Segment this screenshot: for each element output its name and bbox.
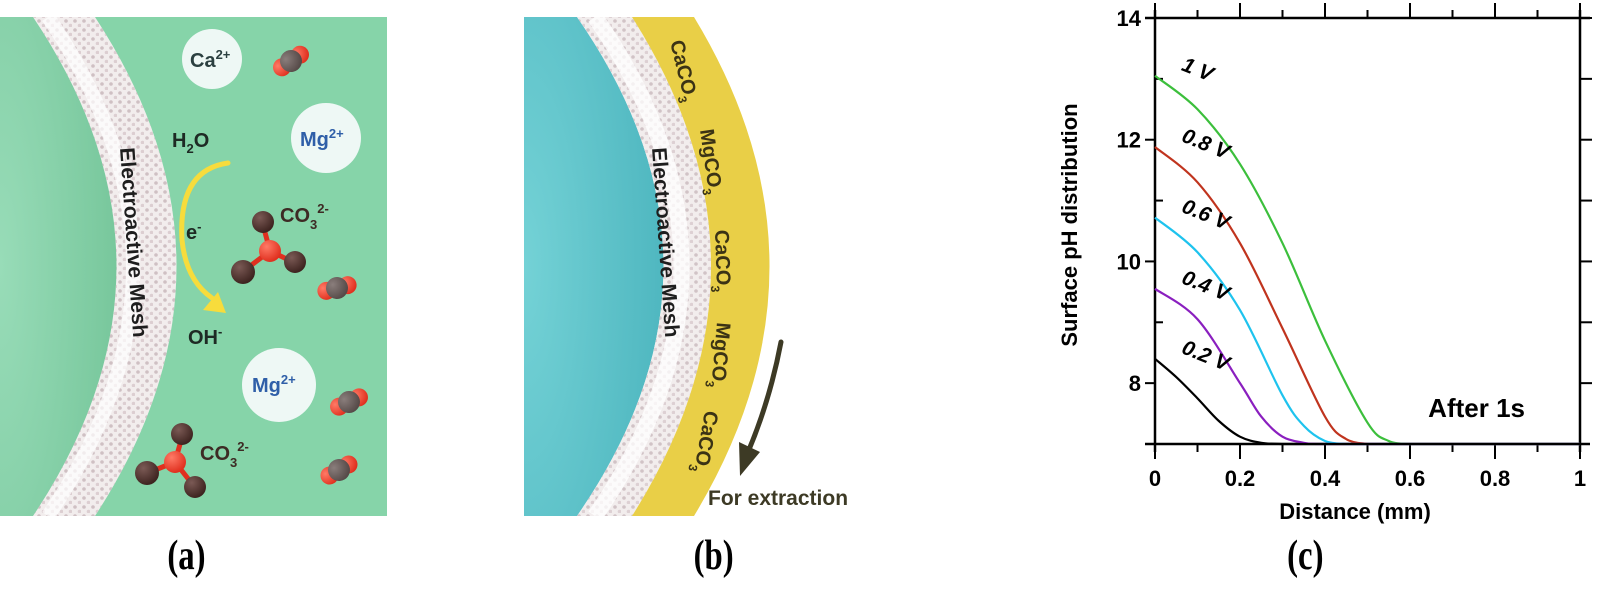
y-tick-label: 14 [1117, 6, 1142, 31]
carbonate-label-1: CO32- [280, 201, 329, 232]
co2-molecule-2 [317, 276, 357, 300]
mg-ion-label-2: Mg2+ [252, 372, 296, 397]
y-tick-label: 8 [1129, 371, 1141, 396]
mg-ion-circle-2 [242, 348, 316, 422]
reaction-arrow [179, 160, 231, 301]
x-tick-label: 0 [1149, 466, 1161, 491]
deposit-labels: CaCO3 MgCO3 CaCO3 MgCO3 CaCO3 [665, 38, 734, 473]
reaction-arrowhead [203, 292, 226, 313]
ca-ion-circle [182, 29, 242, 89]
electrode-body [0, 17, 117, 516]
y-tick-label: 10 [1117, 249, 1141, 274]
hydroxide-label: OH- [188, 324, 222, 349]
carbonate-label-2: CO32- [200, 439, 249, 470]
series-line-04V [1154, 287, 1580, 446]
co2-molecule-4 [320, 455, 358, 485]
series-label: 0.6 V [1179, 195, 1235, 235]
caption-c: (c) [1287, 533, 1324, 579]
carbonate-molecule-1 [231, 211, 306, 284]
co2-molecule-3 [330, 388, 368, 416]
mesh-highlight [42, 13, 140, 520]
ph-distribution-chart: 0 0.2 0.4 0.6 0.8 1 8 10 12 14 1 V 0.8 V 0.6 V 0.4 V… [1057, 3, 1592, 524]
series-line-08V [1154, 146, 1580, 446]
mg-ion-label-1: Mg2+ [300, 126, 344, 151]
extraction-arrowhead [739, 442, 760, 476]
panel-b-illustration: Electroactive Mesh CaCO3 MgCO3 CaCO3 MgC… [524, 12, 849, 520]
electron-label: e- [186, 219, 201, 244]
x-tick-label: 1 [1574, 466, 1586, 491]
panel-a-illustration: Electroactive Mesh Ca2+ Mg2+ Mg2+ H2O e-… [0, 13, 387, 520]
series-label: 1 V [1179, 53, 1219, 87]
caption-a: (a) [167, 533, 206, 579]
series-line-1V [1154, 74, 1580, 446]
series-label: 0.4 V [1179, 266, 1235, 306]
x-tick-label: 0.8 [1480, 466, 1511, 491]
co2-molecule-1 [272, 45, 310, 77]
ca-ion-label: Ca2+ [190, 47, 231, 72]
water-label: H2O [172, 130, 209, 156]
x-tick-label: 0.4 [1310, 466, 1341, 491]
series-line-06V [1154, 216, 1580, 446]
x-tick-label: 0.2 [1225, 466, 1256, 491]
y-tick-label: 12 [1117, 128, 1141, 153]
carbonate-deposit-band [632, 17, 770, 516]
chart-annotation: After 1s [1428, 393, 1525, 423]
series-label: 0.8 V [1179, 124, 1235, 164]
series-label: 0.2 V [1179, 336, 1235, 376]
deposit-label: CaCO3 [706, 229, 734, 292]
deposit-label: MgCO3 [702, 321, 734, 389]
electrode-body-b [524, 17, 664, 516]
mesh-dots-b [577, 17, 711, 516]
x-axis-label: Distance (mm) [1279, 499, 1431, 524]
mesh-highlight-b [588, 12, 690, 520]
y-axis-label: Surface pH distribution [1057, 103, 1082, 346]
x-tick-label: 0.6 [1395, 466, 1426, 491]
mg-ion-circle-1 [291, 103, 361, 173]
carbonate-molecule-2 [135, 423, 206, 498]
extraction-label: For extraction [708, 487, 848, 510]
extraction-arrow [745, 339, 784, 455]
series-line-02V [1154, 357, 1580, 446]
caption-b: (b) [693, 533, 734, 579]
mesh-dots [33, 17, 177, 516]
